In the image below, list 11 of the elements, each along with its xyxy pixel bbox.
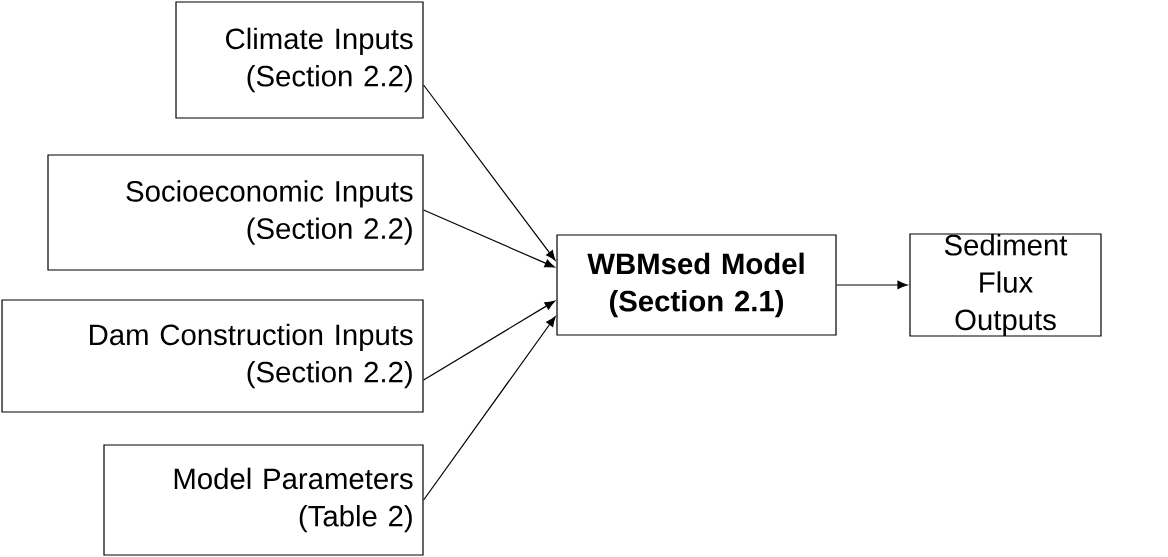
- process-box: Socioeconomic Inputs (Section 2.2): [47, 154, 424, 271]
- arrow: [423, 316, 556, 501]
- process-box: Model Parameters (Table 2): [103, 444, 424, 556]
- process-box: Climate Inputs (Section 2.2): [175, 1, 424, 119]
- arrow: [423, 300, 555, 381]
- arrow: [836, 280, 908, 290]
- process-box: Dam Construction Inputs (Section 2.2): [1, 299, 424, 413]
- arrow: [423, 84, 556, 261]
- arrow: [423, 209, 555, 268]
- process-box: Sediment Flux Outputs: [909, 233, 1102, 337]
- process-box: WBMsed Model (Section 2.1): [556, 234, 837, 336]
